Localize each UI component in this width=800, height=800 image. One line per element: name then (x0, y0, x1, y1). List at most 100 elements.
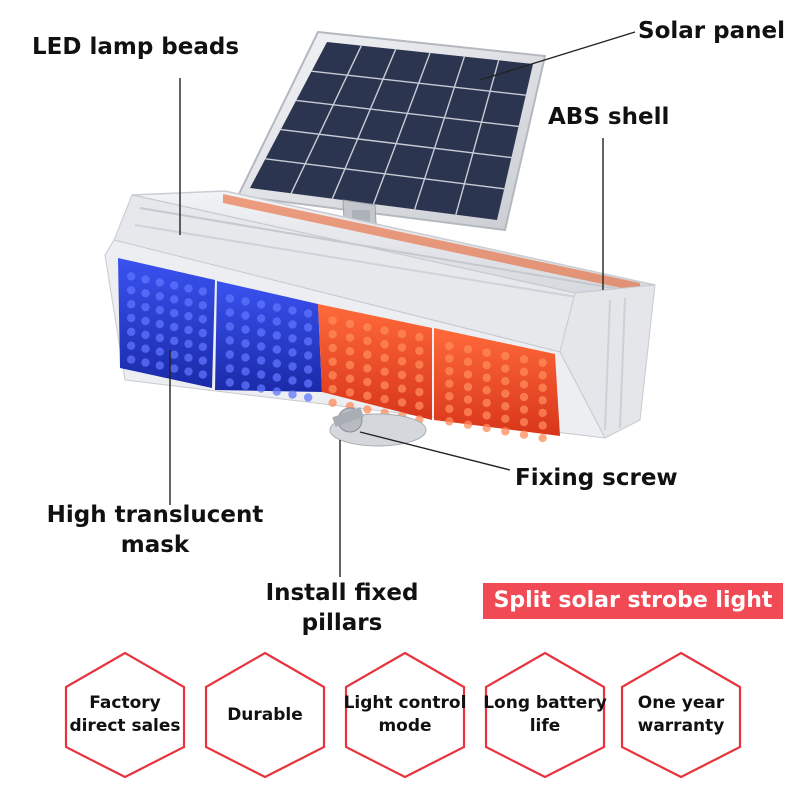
led-bead (538, 370, 547, 380)
led-bead (328, 357, 337, 366)
led-bead (225, 294, 235, 303)
led-bead (501, 389, 510, 398)
led-bead (538, 358, 547, 367)
led-bead (169, 295, 179, 304)
led-bead (303, 337, 313, 346)
led-bead (126, 341, 136, 350)
led-bead (241, 367, 250, 376)
led-bead (288, 390, 297, 399)
hexagon-frame (344, 651, 466, 779)
led-bead (184, 353, 193, 362)
led-bead (445, 354, 454, 363)
led-bead (126, 327, 136, 337)
led-bead (482, 386, 491, 395)
led-bead (126, 355, 136, 364)
led-bead (463, 370, 473, 379)
led-bead (198, 342, 208, 352)
led-bead (538, 396, 547, 405)
led-bead (198, 314, 208, 324)
led-bead (380, 394, 389, 404)
led-bead (415, 387, 424, 397)
led-bead (463, 345, 473, 354)
led-bead (141, 344, 150, 353)
hexagon-frame (64, 651, 186, 779)
led-bead (126, 272, 136, 281)
led-bead (519, 380, 529, 389)
led-bead (380, 353, 389, 363)
led-bead (155, 278, 165, 287)
led-bead (241, 353, 250, 362)
led-bead (288, 376, 297, 385)
hexagon-frame (484, 651, 606, 779)
led-bead (345, 347, 355, 356)
led-bead (256, 328, 266, 337)
led-bead (198, 301, 208, 310)
led-bead (288, 306, 297, 315)
led-bead (328, 371, 337, 380)
led-bead (256, 356, 266, 365)
led-bead (482, 373, 491, 382)
led-bead (397, 329, 407, 339)
led-bead (501, 402, 510, 411)
mounting-base (329, 407, 427, 447)
hexagon-frame (620, 651, 742, 779)
lens-panel-blue-right (215, 281, 322, 402)
led-bead (538, 433, 547, 443)
callout-abs-shell: ABS shell (548, 104, 670, 130)
led-bead (363, 405, 372, 414)
led-bead (482, 411, 491, 420)
led-bead (445, 379, 454, 388)
led-bead (288, 362, 297, 371)
led-bead (303, 351, 313, 360)
led-bead (272, 387, 282, 396)
led-bead (328, 398, 337, 408)
led-bead (501, 414, 510, 424)
solar-panel (236, 30, 547, 232)
led-bead (397, 398, 407, 407)
led-bead (272, 303, 282, 312)
led-bead (141, 302, 150, 312)
led-bead (225, 308, 235, 317)
led-bead (184, 284, 193, 293)
led-bead (256, 370, 266, 379)
led-bead (198, 328, 208, 338)
led-bead (198, 287, 208, 296)
led-bead (345, 374, 355, 383)
callout-solar-panel: Solar panel (638, 18, 785, 44)
led-bead (256, 384, 266, 393)
feature-label: Durable (227, 704, 303, 725)
callout-led-lamp-beads: LED lamp beads (32, 34, 240, 60)
solar-cell-gridline (414, 56, 465, 210)
led-bead (415, 332, 424, 342)
led-bead (463, 420, 473, 429)
led-bead (241, 381, 250, 390)
led-bead (169, 308, 179, 318)
led-bead (256, 300, 266, 309)
led-bead (303, 365, 313, 374)
led-bead (445, 341, 454, 351)
led-bead (155, 361, 165, 370)
led-bead (272, 359, 282, 368)
led-bead (482, 360, 491, 370)
led-bead (225, 322, 235, 331)
led-bead (303, 393, 313, 402)
solar-cell-gridline (331, 49, 397, 199)
led-bead (363, 391, 372, 400)
led-bead (126, 313, 136, 323)
led-bead (141, 330, 150, 340)
led-bead (345, 360, 355, 370)
led-bead (519, 417, 529, 427)
led-bead (141, 316, 150, 326)
solar-cell-gridline (455, 60, 500, 215)
callout-fixing-screw: Fixing screw (515, 465, 678, 491)
led-bead (463, 395, 473, 404)
led-bead (225, 350, 235, 359)
led-bead (288, 334, 297, 343)
led-bead (328, 316, 337, 325)
